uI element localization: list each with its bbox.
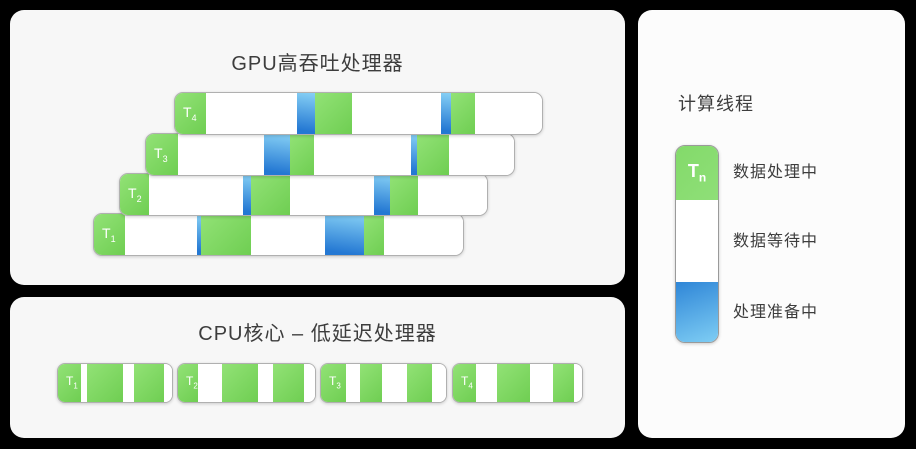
- legend-segment-ready: [676, 281, 718, 342]
- segment-wait: [251, 214, 325, 255]
- segment-process: [134, 364, 164, 402]
- segment-ready: [297, 93, 316, 134]
- legend-item-label-wait: 数据等待中: [733, 233, 819, 250]
- segment-ready: [441, 93, 452, 134]
- legend-item-label-ready: 处理准备中: [733, 304, 819, 321]
- legend-title: 计算线程: [678, 94, 754, 114]
- segment-process: [451, 93, 476, 134]
- segment-wait: [448, 134, 514, 175]
- segment-thread-label: T1: [94, 214, 125, 255]
- segment-process: [417, 134, 449, 175]
- segment-process: [364, 214, 385, 255]
- segment-wait: [177, 134, 265, 175]
- segment-wait: [163, 364, 172, 402]
- cpu-panel-title: CPU核心 – 低延迟处理器: [198, 323, 437, 345]
- segment-wait: [475, 364, 498, 402]
- segment-process: [497, 364, 530, 402]
- segment-process: [272, 364, 305, 402]
- legend-panel: 计算线程 Tn 数据处理中数据等待中处理准备中: [638, 10, 905, 438]
- legend-segment-process: Tn: [676, 146, 718, 201]
- segment-ready: [264, 134, 290, 175]
- segment-process: [222, 364, 258, 402]
- segment-thread-label: T2: [178, 364, 198, 402]
- segment-process: [406, 364, 433, 402]
- segment-wait: [205, 93, 298, 134]
- segment-thread-label: T4: [175, 93, 206, 134]
- segment-process: [289, 134, 314, 175]
- cpu-thread-bar-t3: T3: [320, 363, 447, 403]
- segment-wait: [382, 364, 407, 402]
- segment-wait: [345, 364, 361, 402]
- segment-wait: [432, 364, 446, 402]
- segment-ready: [242, 174, 252, 215]
- segment-wait: [313, 134, 412, 175]
- segment-wait: [417, 174, 487, 215]
- segment-thread-label: T1: [58, 364, 81, 402]
- segment-wait: [197, 364, 223, 402]
- segment-wait: [122, 364, 135, 402]
- segment-process: [200, 214, 252, 255]
- legend-thread-bar: Tn: [675, 145, 719, 343]
- segment-wait: [529, 364, 553, 402]
- segment-process: [87, 364, 123, 402]
- segment-ready: [196, 214, 201, 255]
- gpu-thread-bar-t3: T3: [145, 133, 515, 176]
- legend-segment-wait: [676, 200, 718, 282]
- cpu-panel: CPU核心 – 低延迟处理器 T1 T2 T3 T4: [10, 297, 625, 438]
- segment-thread-label: T3: [146, 134, 178, 175]
- segment-wait: [290, 174, 374, 215]
- thread-label: T1: [102, 224, 116, 244]
- thread-label: Tn: [687, 161, 707, 186]
- cpu-thread-bar-t2: T2: [177, 363, 316, 403]
- cpu-thread-bar-t4: T4: [452, 363, 583, 403]
- cpu-thread-bar-t1: T1: [57, 363, 173, 403]
- segment-thread-label: T4: [453, 364, 476, 402]
- segment-wait: [124, 214, 197, 255]
- segment-wait: [475, 93, 542, 134]
- gpu-panel-title: GPU高吞吐处理器: [231, 53, 404, 75]
- segment-wait: [384, 214, 463, 255]
- thread-label: T2: [186, 374, 198, 391]
- thread-label: T3: [154, 144, 168, 164]
- segment-process: [251, 174, 291, 215]
- segment-wait: [304, 364, 315, 402]
- segment-wait: [351, 93, 442, 134]
- segment-ready: [411, 134, 418, 175]
- segment-process: [552, 364, 575, 402]
- segment-wait: [80, 364, 88, 402]
- thread-label: T4: [461, 374, 473, 391]
- segment-ready: [373, 174, 390, 215]
- segment-process: [360, 364, 382, 402]
- gpu-thread-bar-t4: T4: [174, 92, 543, 135]
- segment-process: [389, 174, 418, 215]
- segment-wait: [574, 364, 582, 402]
- segment-wait: [257, 364, 273, 402]
- gpu-thread-bar-t2: T2: [119, 173, 488, 216]
- segment-ready: [324, 214, 365, 255]
- thread-label: T1: [66, 374, 78, 391]
- segment-thread-label: T3: [321, 364, 346, 402]
- thread-label: T4: [183, 103, 197, 123]
- thread-label: T3: [329, 374, 341, 391]
- thread-label: T2: [128, 184, 142, 204]
- legend-item-label-process: 数据处理中: [733, 164, 819, 181]
- segment-process: [315, 93, 352, 134]
- segment-thread-label: T2: [120, 174, 149, 215]
- segment-wait: [148, 174, 243, 215]
- gpu-thread-bar-t1: T1: [93, 213, 464, 256]
